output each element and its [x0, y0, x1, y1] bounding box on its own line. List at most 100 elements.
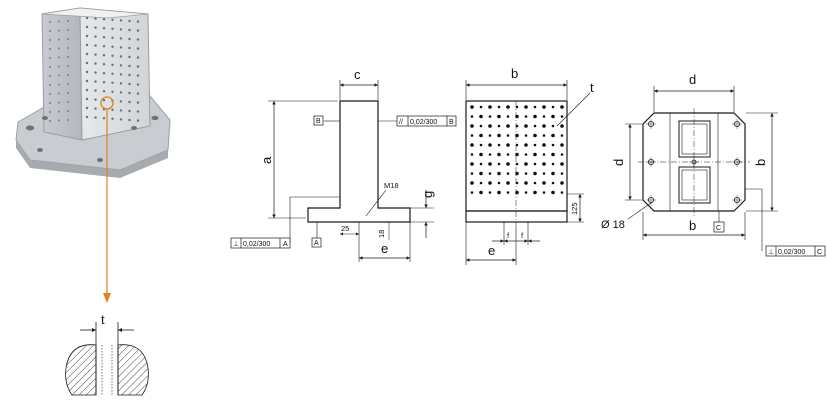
tower-hole — [128, 109, 131, 113]
feature-control-frame-top: ⊥ 0,02/300 C — [765, 245, 826, 257]
tower-hole — [136, 65, 140, 68]
front-hole — [542, 191, 546, 194]
front-hole — [524, 162, 528, 166]
tower-hole — [128, 82, 131, 86]
tower-hole — [67, 47, 69, 49]
front-hole — [488, 162, 492, 166]
mount-hole — [646, 119, 656, 129]
front-hole — [560, 172, 564, 175]
front-hole — [551, 181, 555, 185]
front-hole — [497, 181, 501, 185]
front-hole — [479, 171, 483, 176]
front-hole — [479, 190, 483, 195]
front-hole — [497, 190, 501, 195]
tower-hole — [119, 19, 123, 22]
front-hole — [542, 124, 546, 128]
tower-hole — [136, 47, 140, 50]
tower-hole — [119, 82, 123, 85]
tower-hole — [85, 88, 89, 92]
tower-hole — [128, 37, 131, 41]
front-hole — [497, 114, 501, 119]
tower-hole — [128, 55, 131, 59]
tower-hole — [58, 47, 60, 50]
tower-hole — [67, 83, 69, 85]
tower-hole — [128, 28, 131, 32]
front-hole — [479, 105, 483, 109]
front-hole — [470, 115, 474, 118]
front-hole — [515, 181, 519, 185]
tower-hole — [58, 38, 60, 41]
front-hole — [506, 105, 510, 109]
front-hole — [515, 190, 519, 195]
front-hole — [524, 191, 528, 194]
tower-hole — [102, 72, 106, 75]
front-hole — [515, 143, 519, 147]
tower-hole — [111, 72, 114, 76]
front-hole — [524, 115, 528, 118]
tower-hole — [128, 100, 131, 104]
front-hole — [488, 124, 492, 128]
tower-hole — [111, 18, 114, 21]
tower-hole — [136, 119, 140, 122]
svg-text:0,02/300: 0,02/300 — [778, 249, 805, 256]
front-hole — [551, 162, 555, 166]
tower-hole — [136, 29, 140, 32]
tower-hole — [128, 46, 131, 50]
front-hole — [515, 114, 519, 119]
front-hole — [506, 134, 510, 137]
mount-hole — [646, 157, 656, 167]
front-hole — [560, 134, 564, 137]
tower-hole — [119, 28, 123, 31]
side-dim-25: 25 — [341, 224, 349, 233]
tower-hole — [102, 18, 106, 21]
front-hole — [506, 172, 510, 175]
tower-hole — [58, 92, 60, 95]
tower-hole — [67, 92, 69, 94]
tower-hole — [94, 116, 97, 119]
svg-text:⊥: ⊥ — [233, 241, 239, 248]
tower-hole — [85, 61, 89, 65]
svg-text://: // — [399, 119, 403, 126]
tower-hole — [119, 118, 123, 121]
svg-text:B: B — [449, 119, 454, 126]
tower-hole — [136, 38, 140, 41]
detail-t-label: t — [101, 312, 105, 327]
tower-hole — [136, 83, 140, 86]
tower-hole — [67, 101, 69, 103]
front-hole — [533, 105, 537, 109]
tower-hole — [102, 36, 106, 39]
tower-hole — [102, 45, 106, 48]
side-dim-g: g — [420, 191, 435, 198]
tower-hole — [49, 48, 51, 50]
tower-hole — [85, 115, 89, 119]
tower-hole — [136, 110, 140, 113]
tower-hole — [136, 74, 140, 77]
front-hole — [506, 162, 510, 166]
tower-hole — [94, 98, 97, 101]
tower-hole — [49, 93, 51, 95]
tower-hole — [111, 90, 114, 94]
top-view-texts: d d b b Ø 18 C ⊥ 0,02/300 C — [601, 72, 826, 257]
detail-section: t — [65, 312, 149, 396]
front-hole — [551, 114, 555, 119]
tower-hole — [111, 45, 114, 48]
top-dim-b-bottom: b — [689, 218, 696, 233]
mount-hole — [732, 119, 742, 129]
datum-a-box: A — [311, 237, 322, 248]
tower-hole — [94, 107, 97, 110]
tower-hole — [119, 100, 123, 103]
tower-hole — [94, 53, 97, 56]
tower-hole — [85, 43, 89, 47]
tower-hole — [58, 83, 60, 86]
front-hole — [515, 105, 519, 109]
front-hole — [515, 124, 519, 128]
front-hole — [533, 162, 537, 166]
mount-hole — [732, 195, 742, 205]
svg-text:C: C — [716, 225, 721, 232]
tower-hole — [85, 34, 89, 38]
front-hole — [533, 124, 537, 128]
front-hole — [542, 153, 546, 156]
tower-hole — [67, 20, 69, 22]
svg-text:B: B — [316, 118, 321, 125]
mount-hole — [732, 157, 742, 167]
